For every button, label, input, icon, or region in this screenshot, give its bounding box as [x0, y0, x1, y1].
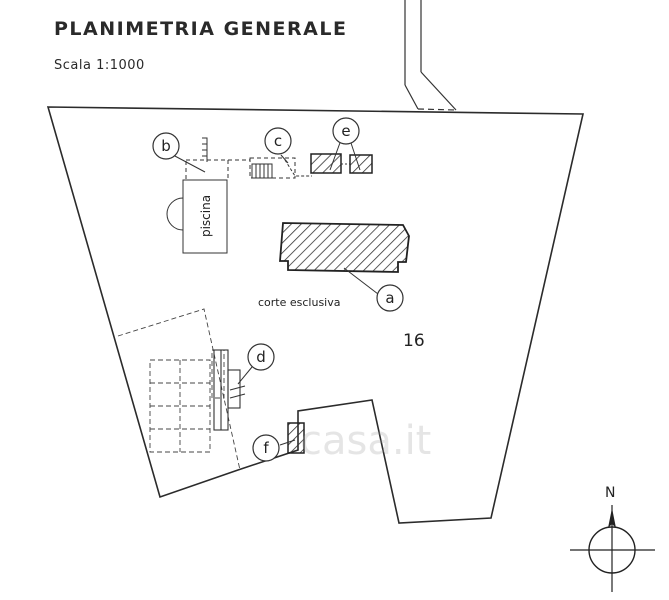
callout-b: b — [152, 132, 180, 160]
callout-leaders — [172, 139, 379, 446]
building-e-right — [349, 154, 373, 174]
outbuilding-d-walls — [213, 349, 246, 431]
callout-f: f — [252, 434, 280, 462]
north-label: N — [605, 485, 615, 501]
court-label: corte esclusiva — [258, 296, 341, 309]
access-road — [404, 0, 457, 111]
watermark: casa.it — [300, 418, 432, 464]
callout-c-label: c — [274, 132, 282, 150]
callout-f-label: f — [263, 439, 269, 457]
outbuilding-d — [117, 308, 241, 471]
callout-e-label: e — [341, 122, 350, 140]
pool-area-b — [166, 137, 250, 254]
callout-b-label: b — [161, 137, 171, 155]
building-f — [287, 422, 305, 454]
building-e-left — [310, 153, 342, 174]
lot-number: 16 — [403, 331, 425, 351]
callout-a-label: a — [385, 289, 394, 307]
pool-label: piscina — [199, 195, 213, 237]
plan-scale: Scala 1:1000 — [54, 58, 145, 73]
callout-d: d — [247, 343, 275, 371]
annex-c — [249, 157, 312, 179]
lot-boundary — [46, 106, 584, 524]
callout-c: c — [264, 127, 292, 155]
plan-title: PLANIMETRIA GENERALE — [54, 18, 348, 40]
callout-e: e — [332, 117, 360, 145]
callout-a: a — [376, 284, 404, 312]
north-compass-icon — [570, 505, 655, 592]
callout-d-label: d — [256, 348, 266, 366]
main-building-a — [279, 222, 410, 273]
